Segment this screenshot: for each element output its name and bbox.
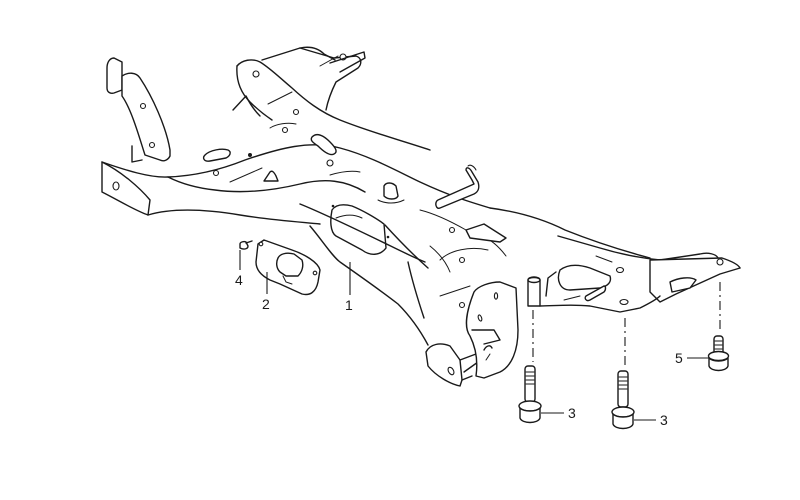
callout-1: 1 — [345, 297, 353, 313]
callout-5: 5 — [675, 350, 683, 366]
subframe-part — [101, 46, 741, 387]
flange-bolt-part — [707, 335, 730, 372]
small-bolt-part — [239, 240, 253, 250]
long-bolt-rear — [611, 370, 635, 430]
long-bolt-front — [518, 365, 542, 424]
callout-2: 2 — [262, 296, 270, 312]
callout-3-rear: 3 — [660, 412, 668, 428]
callout-4: 4 — [235, 272, 243, 288]
cover-plate-part — [255, 239, 321, 296]
callout-3-front: 3 — [568, 405, 576, 421]
